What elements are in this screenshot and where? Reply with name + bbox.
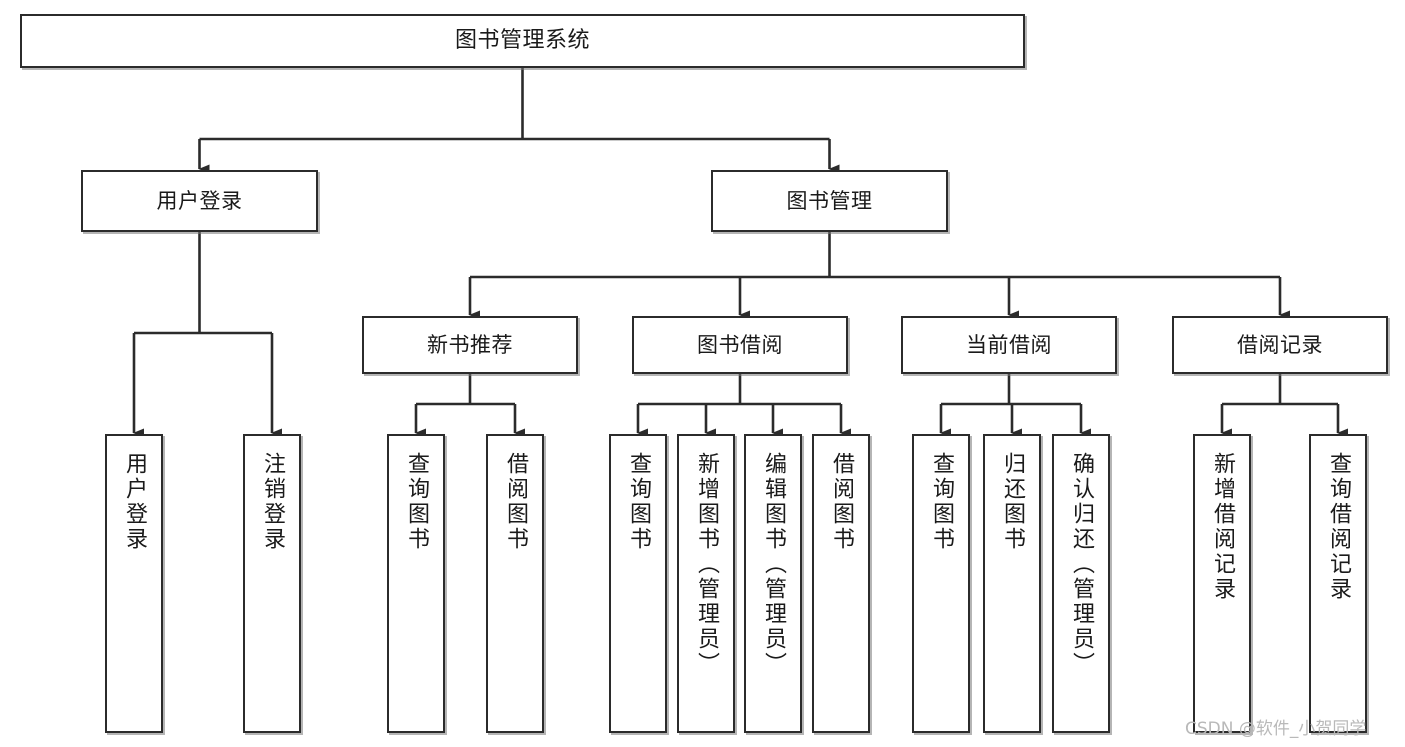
- node-leaf-user-login-label: 用户登录: [122, 452, 147, 552]
- node-leaf-return-book[interactable]: 归还图书: [983, 434, 1041, 733]
- node-leaf-query-book-1-label: 查询图书: [404, 452, 429, 552]
- node-leaf-logout-label: 注销登录: [260, 452, 285, 552]
- node-leaf-add-record-label: 新增借阅记录: [1210, 452, 1235, 602]
- node-leaf-query-record[interactable]: 查询借阅记录: [1309, 434, 1367, 733]
- node-leaf-borrow-book-2[interactable]: 借阅图书: [812, 434, 870, 733]
- node-book-borrow-label: 图书借阅: [697, 332, 783, 357]
- node-user-login-label: 用户登录: [156, 188, 243, 213]
- node-borrow-record-label: 借阅记录: [1237, 332, 1323, 357]
- node-leaf-edit-book-label: 编辑图书（管理员）: [761, 452, 786, 677]
- node-current-borrow[interactable]: 当前借阅: [901, 316, 1117, 374]
- node-leaf-user-login[interactable]: 用户登录: [105, 434, 163, 733]
- node-leaf-borrow-book-1[interactable]: 借阅图书: [486, 434, 544, 733]
- node-leaf-query-book-3-label: 查询图书: [929, 452, 954, 552]
- node-book-borrow[interactable]: 图书借阅: [632, 316, 848, 374]
- node-leaf-borrow-book-2-label: 借阅图书: [829, 452, 854, 552]
- watermark: CSDN @软件_小贺同学: [1185, 719, 1367, 739]
- node-leaf-query-record-label: 查询借阅记录: [1326, 452, 1351, 602]
- node-leaf-query-book-3[interactable]: 查询图书: [912, 434, 970, 733]
- node-leaf-confirm-return-label: 确认归还（管理员）: [1069, 452, 1094, 677]
- node-new-book-recommend[interactable]: 新书推荐: [362, 316, 578, 374]
- node-borrow-record[interactable]: 借阅记录: [1172, 316, 1388, 374]
- node-leaf-add-book[interactable]: 新增图书（管理员）: [677, 434, 735, 733]
- node-new-book-recommend-label: 新书推荐: [427, 332, 513, 357]
- node-leaf-add-book-label: 新增图书（管理员）: [694, 452, 719, 677]
- node-leaf-query-book-2-label: 查询图书: [626, 452, 651, 552]
- node-leaf-add-record[interactable]: 新增借阅记录: [1193, 434, 1251, 733]
- node-leaf-return-book-label: 归还图书: [1000, 452, 1025, 552]
- node-book-management[interactable]: 图书管理: [711, 170, 948, 232]
- node-leaf-logout[interactable]: 注销登录: [243, 434, 301, 733]
- node-leaf-query-book-1[interactable]: 查询图书: [387, 434, 445, 733]
- node-user-login[interactable]: 用户登录: [81, 170, 318, 232]
- node-leaf-borrow-book-1-label: 借阅图书: [503, 452, 528, 552]
- node-book-management-label: 图书管理: [786, 188, 873, 213]
- node-leaf-edit-book[interactable]: 编辑图书（管理员）: [744, 434, 802, 733]
- node-leaf-query-book-2[interactable]: 查询图书: [609, 434, 667, 733]
- node-leaf-confirm-return[interactable]: 确认归还（管理员）: [1052, 434, 1110, 733]
- node-root[interactable]: 图书管理系统: [20, 14, 1025, 68]
- node-root-label: 图书管理系统: [454, 28, 590, 54]
- node-current-borrow-label: 当前借阅: [966, 332, 1052, 357]
